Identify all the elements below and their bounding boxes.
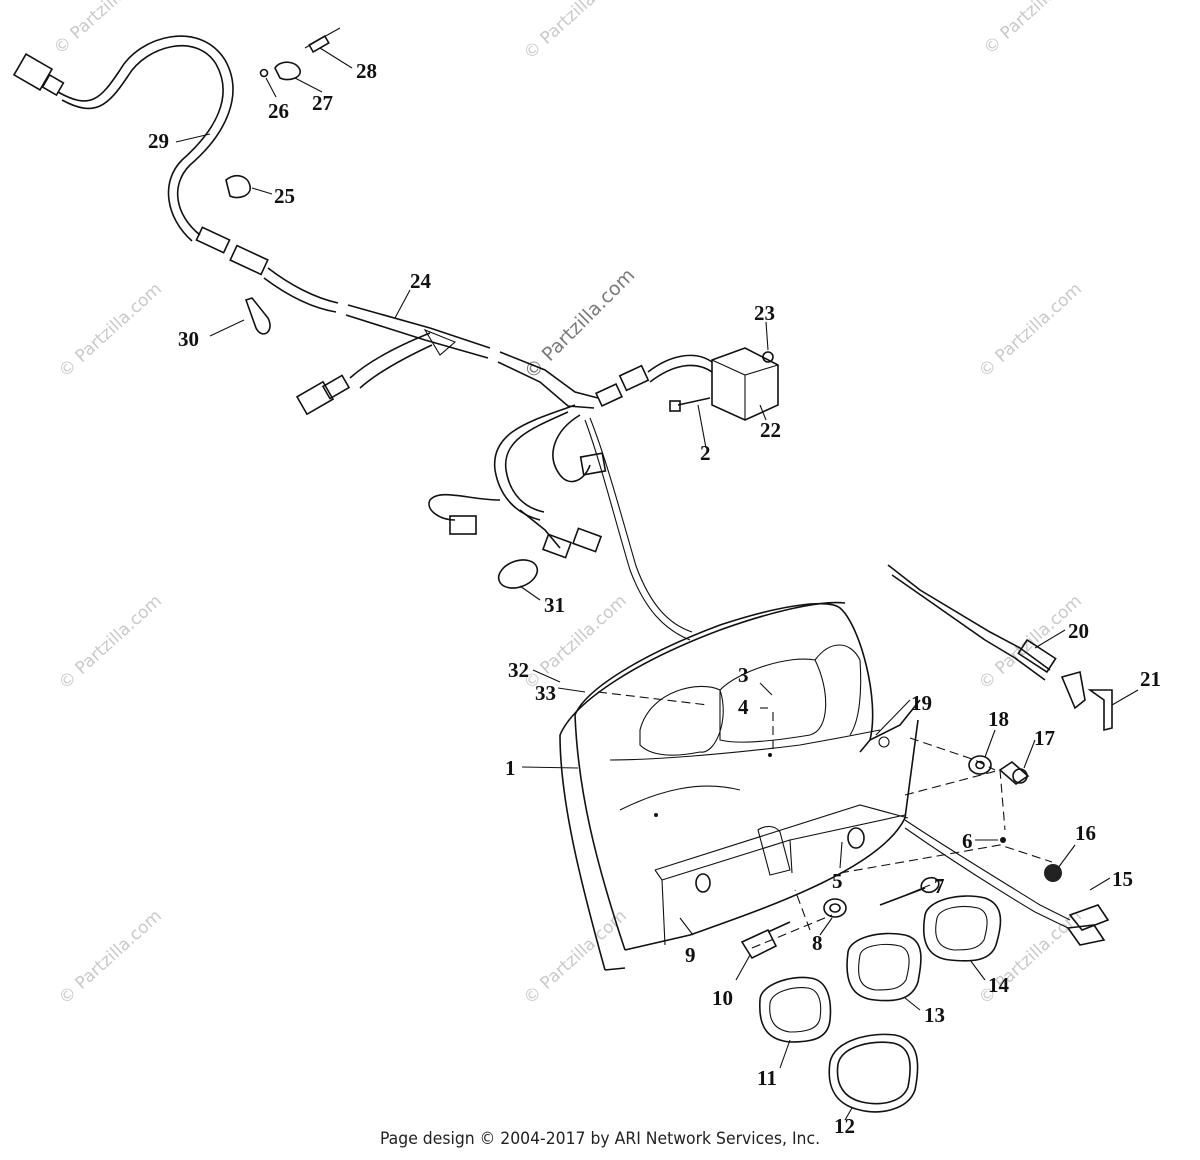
callout-12: 12 [834,1114,855,1138]
callout-23: 23 [754,301,775,325]
callout-26: 26 [268,99,289,123]
callout-14: 14 [988,973,1010,997]
callout-20: 20 [1068,619,1089,643]
callout-19: 19 [911,691,932,715]
callout-29: 29 [148,129,169,153]
callout-1: 1 [505,756,516,780]
callout-4: 4 [738,695,749,719]
callout-10: 10 [712,986,733,1010]
watermark: © Partzilla.com [55,906,166,1009]
callout-24: 24 [410,269,432,293]
callout-31: 31 [544,593,565,617]
watermark: © Partzilla.com [520,0,631,64]
watermark: © Partzilla.com [520,906,631,1009]
watermark-center: © Partzilla.com [520,264,639,383]
assembly-leaders [597,691,1053,949]
watermark: © Partzilla.com [50,0,161,59]
callout-leaders [175,47,1139,1121]
callout-28: 28 [356,59,377,83]
callout-16: 16 [1075,821,1096,845]
callout-labels: 1 2 3 4 5 6 7 8 9 10 11 12 13 14 15 16 1… [148,59,1161,1138]
callout-7: 7 [934,874,945,898]
callout-17: 17 [1034,726,1055,750]
callout-5: 5 [832,869,843,893]
callout-3: 3 [738,663,749,687]
watermark: © Partzilla.com [980,0,1091,59]
callout-27: 27 [312,91,333,115]
callout-33: 33 [535,681,556,705]
callout-11: 11 [757,1066,777,1090]
callout-25: 25 [274,184,295,208]
callout-6: 6 [962,829,973,853]
watermark: © Partzilla.com [520,591,631,694]
watermark: © Partzilla.com [975,279,1086,382]
callout-9: 9 [685,943,696,967]
callout-30: 30 [178,327,199,351]
callout-32: 32 [508,658,529,682]
callout-22: 22 [760,418,781,442]
callout-18: 18 [988,707,1009,731]
right-parts [740,564,1113,960]
page-footer: Page design © 2004-2017 by ARI Network S… [379,1129,821,1149]
dash-panel [559,601,921,971]
callout-13: 13 [924,1003,945,1027]
watermark: © Partzilla.com [55,591,166,694]
callout-2: 2 [700,441,711,465]
wiring-harness [12,35,713,641]
callout-21: 21 [1140,667,1161,691]
watermark: © Partzilla.com [55,279,166,382]
callout-8: 8 [812,931,823,955]
watermark-layer: © Partzilla.com © Partzilla.com © Partzi… [50,0,1091,1009]
gauges [759,895,1002,1113]
callout-15: 15 [1112,867,1133,891]
small-parts [225,27,779,589]
